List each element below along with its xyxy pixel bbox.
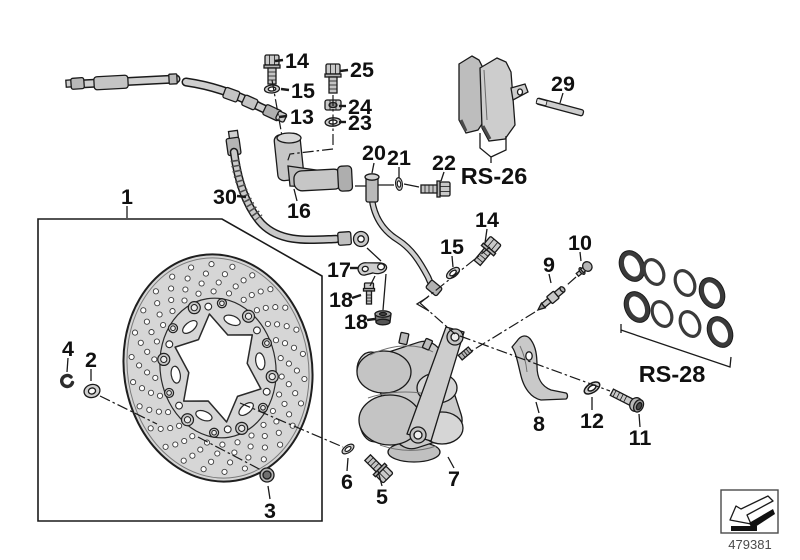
washer-6 bbox=[339, 441, 357, 457]
screw-3 bbox=[259, 467, 275, 483]
caliper-arm bbox=[406, 326, 465, 444]
callout-15a: 15 bbox=[291, 79, 315, 103]
seal-ring-kit bbox=[618, 250, 734, 348]
callout-3: 3 bbox=[264, 499, 276, 523]
hose-spring-guard bbox=[230, 159, 263, 221]
caliper-pipe-20 bbox=[364, 173, 443, 297]
callout-1: 1 bbox=[121, 185, 133, 209]
banjo-bolt-14b bbox=[470, 234, 503, 269]
banjo-bolt-14a bbox=[263, 54, 281, 85]
washer-2 bbox=[83, 383, 101, 399]
callout-14b: 14 bbox=[475, 208, 499, 232]
callout-7: 7 bbox=[448, 467, 460, 491]
arrow-icon bbox=[729, 495, 775, 531]
union-bolt-22 bbox=[420, 180, 451, 198]
clip-4 bbox=[60, 373, 75, 389]
hose-union-13 bbox=[262, 104, 288, 123]
callout-9: 9 bbox=[543, 253, 555, 277]
disc-carrier-features bbox=[157, 298, 279, 438]
brake-disc bbox=[122, 253, 314, 483]
kit-label-rs26: RS-26 bbox=[461, 163, 528, 189]
callout-12: 12 bbox=[580, 409, 604, 433]
pad-pin-29 bbox=[535, 97, 585, 117]
caliper-bolt-5 bbox=[361, 451, 395, 485]
callout-17: 17 bbox=[327, 258, 351, 282]
callout-8: 8 bbox=[533, 412, 545, 436]
kit-label-rs28: RS-28 bbox=[639, 361, 706, 387]
callout-14a: 14 bbox=[285, 49, 309, 73]
clamp-17 bbox=[357, 262, 388, 276]
banjo-bolt-25 bbox=[324, 63, 342, 94]
callout-22: 22 bbox=[432, 151, 456, 175]
callout-25: 25 bbox=[350, 58, 374, 82]
washer-15b bbox=[443, 264, 463, 282]
leader-lines bbox=[66, 58, 732, 500]
callout-30: 30 bbox=[213, 185, 237, 209]
callout-10: 10 bbox=[568, 231, 592, 255]
callout-21: 21 bbox=[387, 146, 411, 170]
direction-stamp: 479381 bbox=[720, 489, 779, 552]
callout-23: 23 bbox=[348, 111, 372, 135]
washer-15a bbox=[263, 83, 281, 95]
brake-pads bbox=[458, 55, 529, 142]
callout-18a: 18 bbox=[329, 288, 353, 312]
callout-29: 29 bbox=[551, 72, 575, 96]
disc-center-hole bbox=[174, 313, 262, 423]
callout-11: 11 bbox=[629, 426, 652, 450]
callout-20: 20 bbox=[362, 141, 386, 165]
callout-16: 16 bbox=[287, 199, 311, 223]
drawing-number: 479381 bbox=[728, 537, 771, 552]
bracket-8 bbox=[511, 335, 569, 401]
callout-5: 5 bbox=[376, 485, 388, 509]
assembly-axes bbox=[99, 79, 611, 471]
disc-carrier-edge bbox=[159, 297, 277, 439]
grommet-18b bbox=[374, 310, 392, 326]
bleeder-valve-9 bbox=[536, 286, 566, 311]
washer-21 bbox=[394, 176, 404, 192]
callout-4: 4 bbox=[62, 337, 74, 361]
callout-13: 13 bbox=[290, 105, 314, 129]
bleeder-port-stud bbox=[457, 346, 474, 361]
callout-15b: 15 bbox=[440, 235, 464, 259]
distributor-elbow-16 bbox=[273, 132, 354, 192]
callout-labels: 1 2 3 4 5 6 7 8 9 10 11 12 13 14 14 15 1… bbox=[62, 49, 705, 523]
callout-18b: 18 bbox=[344, 310, 368, 334]
disc-drilled-holes bbox=[128, 261, 308, 475]
bleeder-cap-10 bbox=[575, 261, 593, 278]
brake-pipe-front bbox=[65, 73, 288, 123]
screw-18a bbox=[362, 282, 376, 305]
callout-24: 24 bbox=[348, 95, 372, 119]
callout-6: 6 bbox=[341, 470, 353, 494]
brake-hose-30 bbox=[225, 129, 370, 248]
callout-2: 2 bbox=[85, 348, 97, 372]
brake-caliper bbox=[356, 326, 474, 463]
bolt-11 bbox=[609, 388, 645, 413]
part1-frame bbox=[37, 218, 323, 522]
